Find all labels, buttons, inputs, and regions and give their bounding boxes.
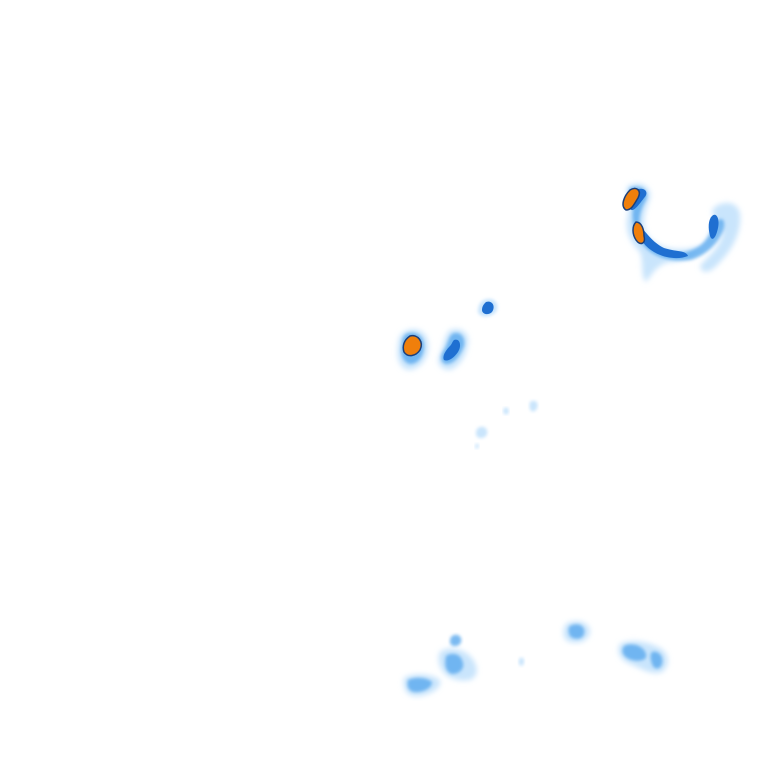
cell-severe — [622, 187, 641, 211]
cell-light — [626, 183, 741, 282]
cell-light — [475, 443, 479, 449]
cell-cluster-scattered — [475, 400, 538, 666]
cell-moderate — [568, 624, 585, 639]
cell-light — [518, 657, 525, 666]
cell-light — [503, 407, 509, 415]
cell-light — [476, 426, 488, 439]
cell-severe — [402, 334, 422, 357]
cell-heavy — [482, 301, 494, 315]
cell-cluster-south — [403, 621, 668, 697]
cell-heavy — [443, 339, 461, 361]
cell-cluster-central — [397, 298, 498, 370]
cell-cluster-northeast — [622, 183, 741, 282]
cell-moderate — [650, 651, 663, 669]
cell-moderate — [445, 653, 464, 674]
cell-moderate — [407, 677, 432, 692]
cell-severe — [632, 221, 646, 245]
cell-heavy — [638, 226, 688, 259]
cell-moderate — [622, 644, 647, 661]
cell-heavy — [708, 214, 719, 239]
cell-moderate — [450, 634, 462, 647]
cell-light — [529, 400, 538, 412]
